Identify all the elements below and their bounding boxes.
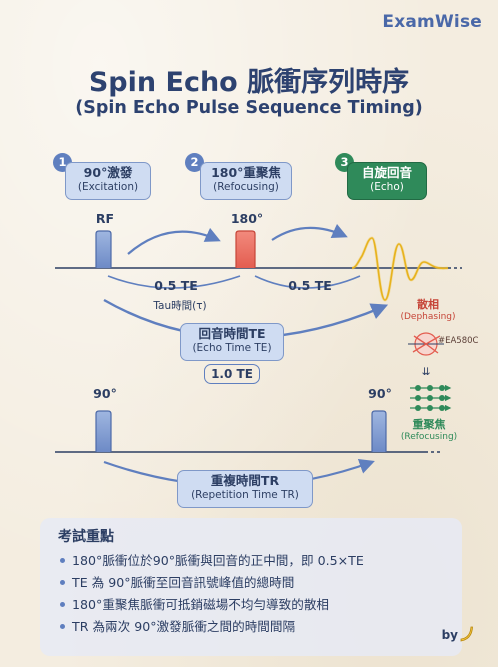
arc-half-te-2	[254, 275, 361, 289]
arc-half-te-1	[107, 275, 241, 289]
step-2-box: 180°重聚焦 (Refocusing)	[200, 162, 292, 200]
page-subtitle: (Spin Echo Pulse Sequence Timing)	[75, 98, 423, 118]
key-point: 180°重聚焦脈衝可抵銷磁場不均勻導致的散相	[60, 594, 444, 616]
brand-logo: ExamWise	[382, 12, 482, 32]
pulse-90-rf	[95, 230, 112, 268]
key-point: TR 為兩次 90°激發脈衝之間的時間間隔	[60, 616, 444, 638]
pulse-90-tr-b	[371, 410, 387, 452]
down-arrow-icon: ⇊	[421, 366, 431, 378]
pulse-180-rf	[235, 230, 256, 268]
step-2-sub: (Refocusing)	[213, 180, 279, 193]
key-points-list: 180°脈衝位於90°脈衝與回音的正中間，即 0.5×TE TE 為 90°脈衝…	[58, 550, 444, 638]
te-value-box: 1.0 TE	[204, 364, 260, 384]
page-title: Spin Echo 脈衝序列時序	[88, 67, 410, 98]
tr-box: 重複時間TR (Repetition Time TR)	[177, 470, 313, 508]
key-points-panel: 考試重點 180°脈衝位於90°脈衝與回音的正中間，即 0.5×TE TE 為 …	[40, 518, 462, 656]
pulse-90-label-a: 90°	[93, 386, 117, 401]
step-3-label: 自旋回音	[361, 165, 412, 180]
step-2-number: 2	[185, 153, 204, 172]
refocusing-sub: (Refocusing)	[400, 432, 458, 442]
arrow-90-to-180	[127, 227, 221, 255]
dephasing-title: 散相	[417, 298, 439, 311]
step-2-label: 180°重聚焦	[211, 165, 281, 180]
tr-label: 重複時間TR	[210, 473, 280, 488]
pulse-180-label: 180°	[230, 211, 264, 226]
echo-signal-line	[351, 237, 449, 301]
refocusing-icon	[410, 384, 452, 412]
dephasing-sub: (Dephasing)	[400, 312, 456, 322]
step-1-box: 90°激發 (Excitation)	[65, 162, 151, 200]
rf-label: RF	[95, 211, 115, 226]
step-3-box: 自旋回音 (Echo)	[347, 162, 427, 200]
te-value: 1.0 TE	[211, 367, 253, 381]
key-point: TE 為 90°脈衝至回音訊號峰值的總時間	[60, 572, 444, 594]
hex-note: #EA580C	[438, 336, 479, 346]
te-label: 回音時間TE	[198, 326, 266, 341]
refocusing-label: 重聚焦 (Refocusing)	[396, 416, 462, 442]
te-sub: (Echo Time TE)	[192, 341, 272, 354]
tr-sub: (Repetition Time TR)	[191, 488, 299, 501]
step-3-sub: (Echo)	[370, 180, 404, 193]
arrow-180-to-echo	[271, 223, 348, 241]
half-te-label-2: 0.5 TE	[288, 278, 332, 293]
step-1-sub: (Excitation)	[77, 180, 139, 193]
byline: by	[441, 628, 458, 642]
refocusing-title: 重聚焦	[412, 418, 446, 431]
te-box: 回音時間TE (Echo Time TE)	[180, 323, 284, 361]
dephasing-icon	[408, 332, 444, 356]
banana-icon	[460, 626, 473, 642]
pulse-90-tr-a	[95, 410, 112, 452]
key-point: 180°脈衝位於90°脈衝與回音的正中間，即 0.5×TE	[60, 550, 444, 572]
tau-label: Tau時間(τ)	[153, 300, 207, 312]
key-points-title: 考試重點	[58, 529, 114, 545]
step-1-label: 90°激發	[83, 165, 133, 180]
half-te-label-1: 0.5 TE	[154, 278, 198, 293]
pulse-90-label-b: 90°	[368, 386, 392, 401]
dephasing-label: 散相 (Dephasing)	[398, 296, 458, 322]
